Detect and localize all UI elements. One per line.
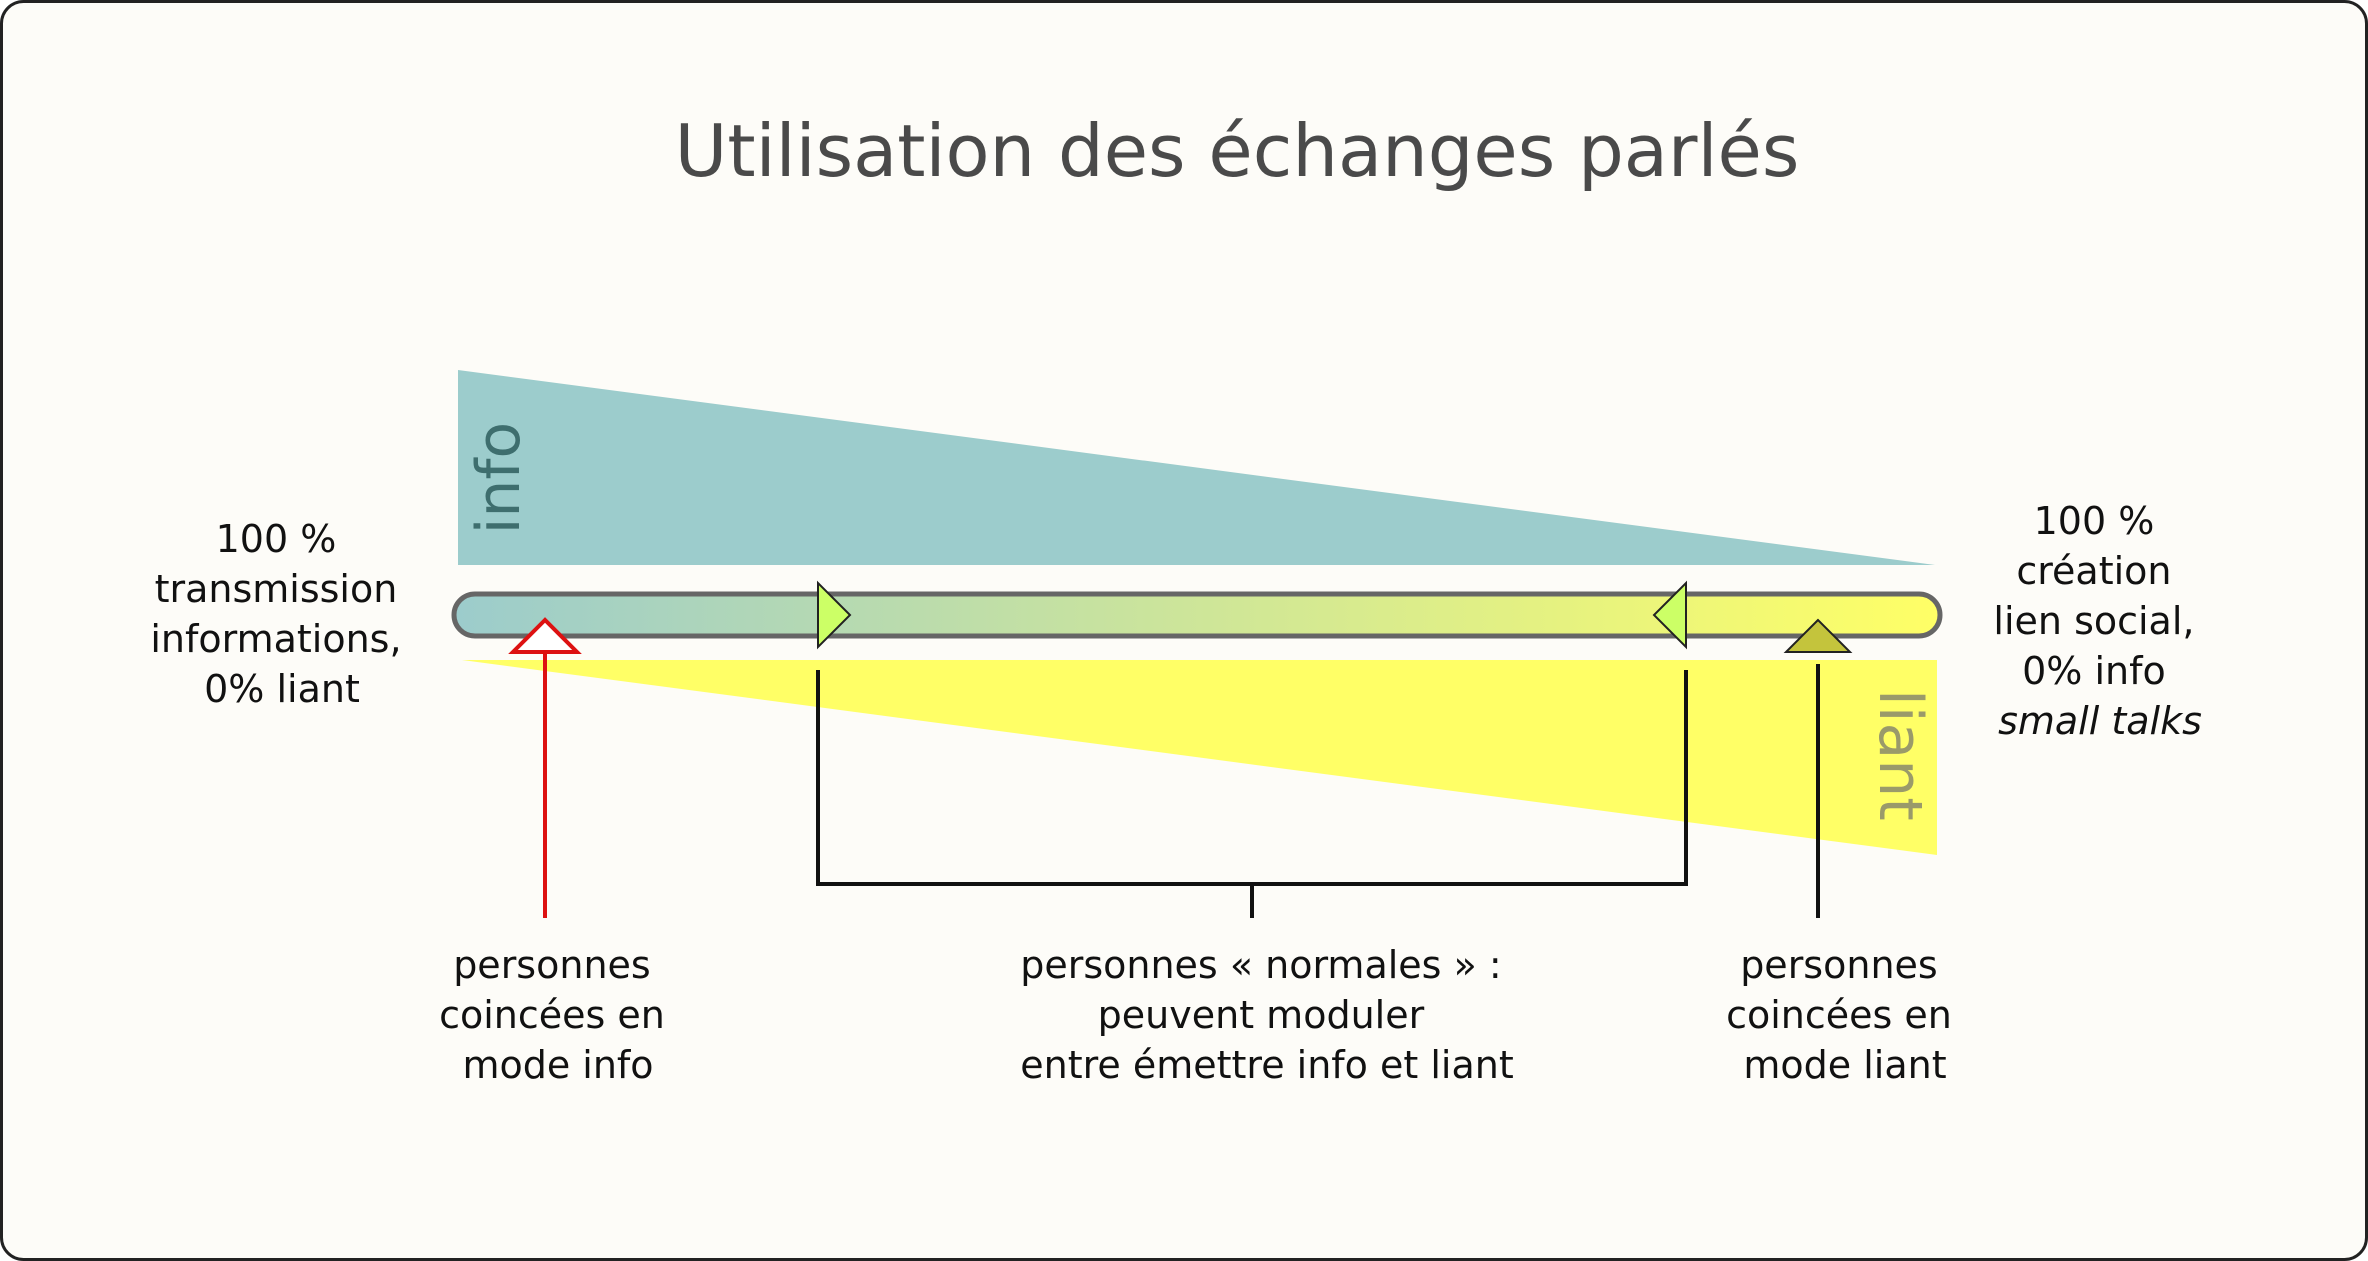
left-caption-line-2: transmission xyxy=(155,567,398,611)
right-caption-line-3: lien social, xyxy=(1993,599,2194,643)
info-band-label: info xyxy=(464,422,534,535)
liant-mode-label-line-2: coincées en xyxy=(1726,993,1952,1037)
left-caption: 100 % transmission informations, 0% lian… xyxy=(150,517,413,711)
info-band-wedge xyxy=(458,370,1935,565)
left-caption-line-1: 100 % xyxy=(216,517,337,561)
right-caption-line-1: 100 % xyxy=(2034,499,2155,543)
right-caption: 100 % création lien social, 0% info smal… xyxy=(1993,499,2206,743)
normal-label-line-3: entre émettre info et liant xyxy=(1020,1043,1514,1087)
info-mode-label-line-2: coincées en xyxy=(439,993,665,1037)
normal-label-line-2: peuvent moduler xyxy=(1098,993,1425,1037)
liant-mode-label-line-1: personnes xyxy=(1740,943,1938,987)
right-caption-line-2: création xyxy=(2016,549,2171,593)
left-caption-line-4: 0% liant xyxy=(204,667,360,711)
diagram-title: Utilisation des échanges parlés xyxy=(675,109,1800,193)
normal-group-label: personnes « normales » : peuvent moduler… xyxy=(1020,943,1514,1087)
info-mode-label-line-1: personnes xyxy=(453,943,651,987)
liant-band-wedge xyxy=(462,660,1937,855)
normal-range-left-marker xyxy=(817,580,852,650)
left-caption-line-3: informations, xyxy=(150,617,401,661)
liant-mode-label-line-3: mode liant xyxy=(1743,1043,1946,1087)
liant-band-label: liant xyxy=(1865,689,1935,821)
spectrum-bar xyxy=(451,591,1943,639)
liant-mode-group-label: personnes coincées en mode liant xyxy=(1726,943,1964,1087)
normal-range-right-marker xyxy=(1652,580,1687,650)
normal-label-line-1: personnes « normales » : xyxy=(1020,943,1501,987)
liant-mode-marker xyxy=(1783,618,1853,653)
right-caption-line-5: small talks xyxy=(1998,699,2202,743)
right-caption-line-4: 0% info xyxy=(2022,649,2166,693)
info-mode-label-line-3: mode info xyxy=(462,1043,653,1087)
info-mode-group-label: personnes coincées en mode info xyxy=(439,943,677,1087)
